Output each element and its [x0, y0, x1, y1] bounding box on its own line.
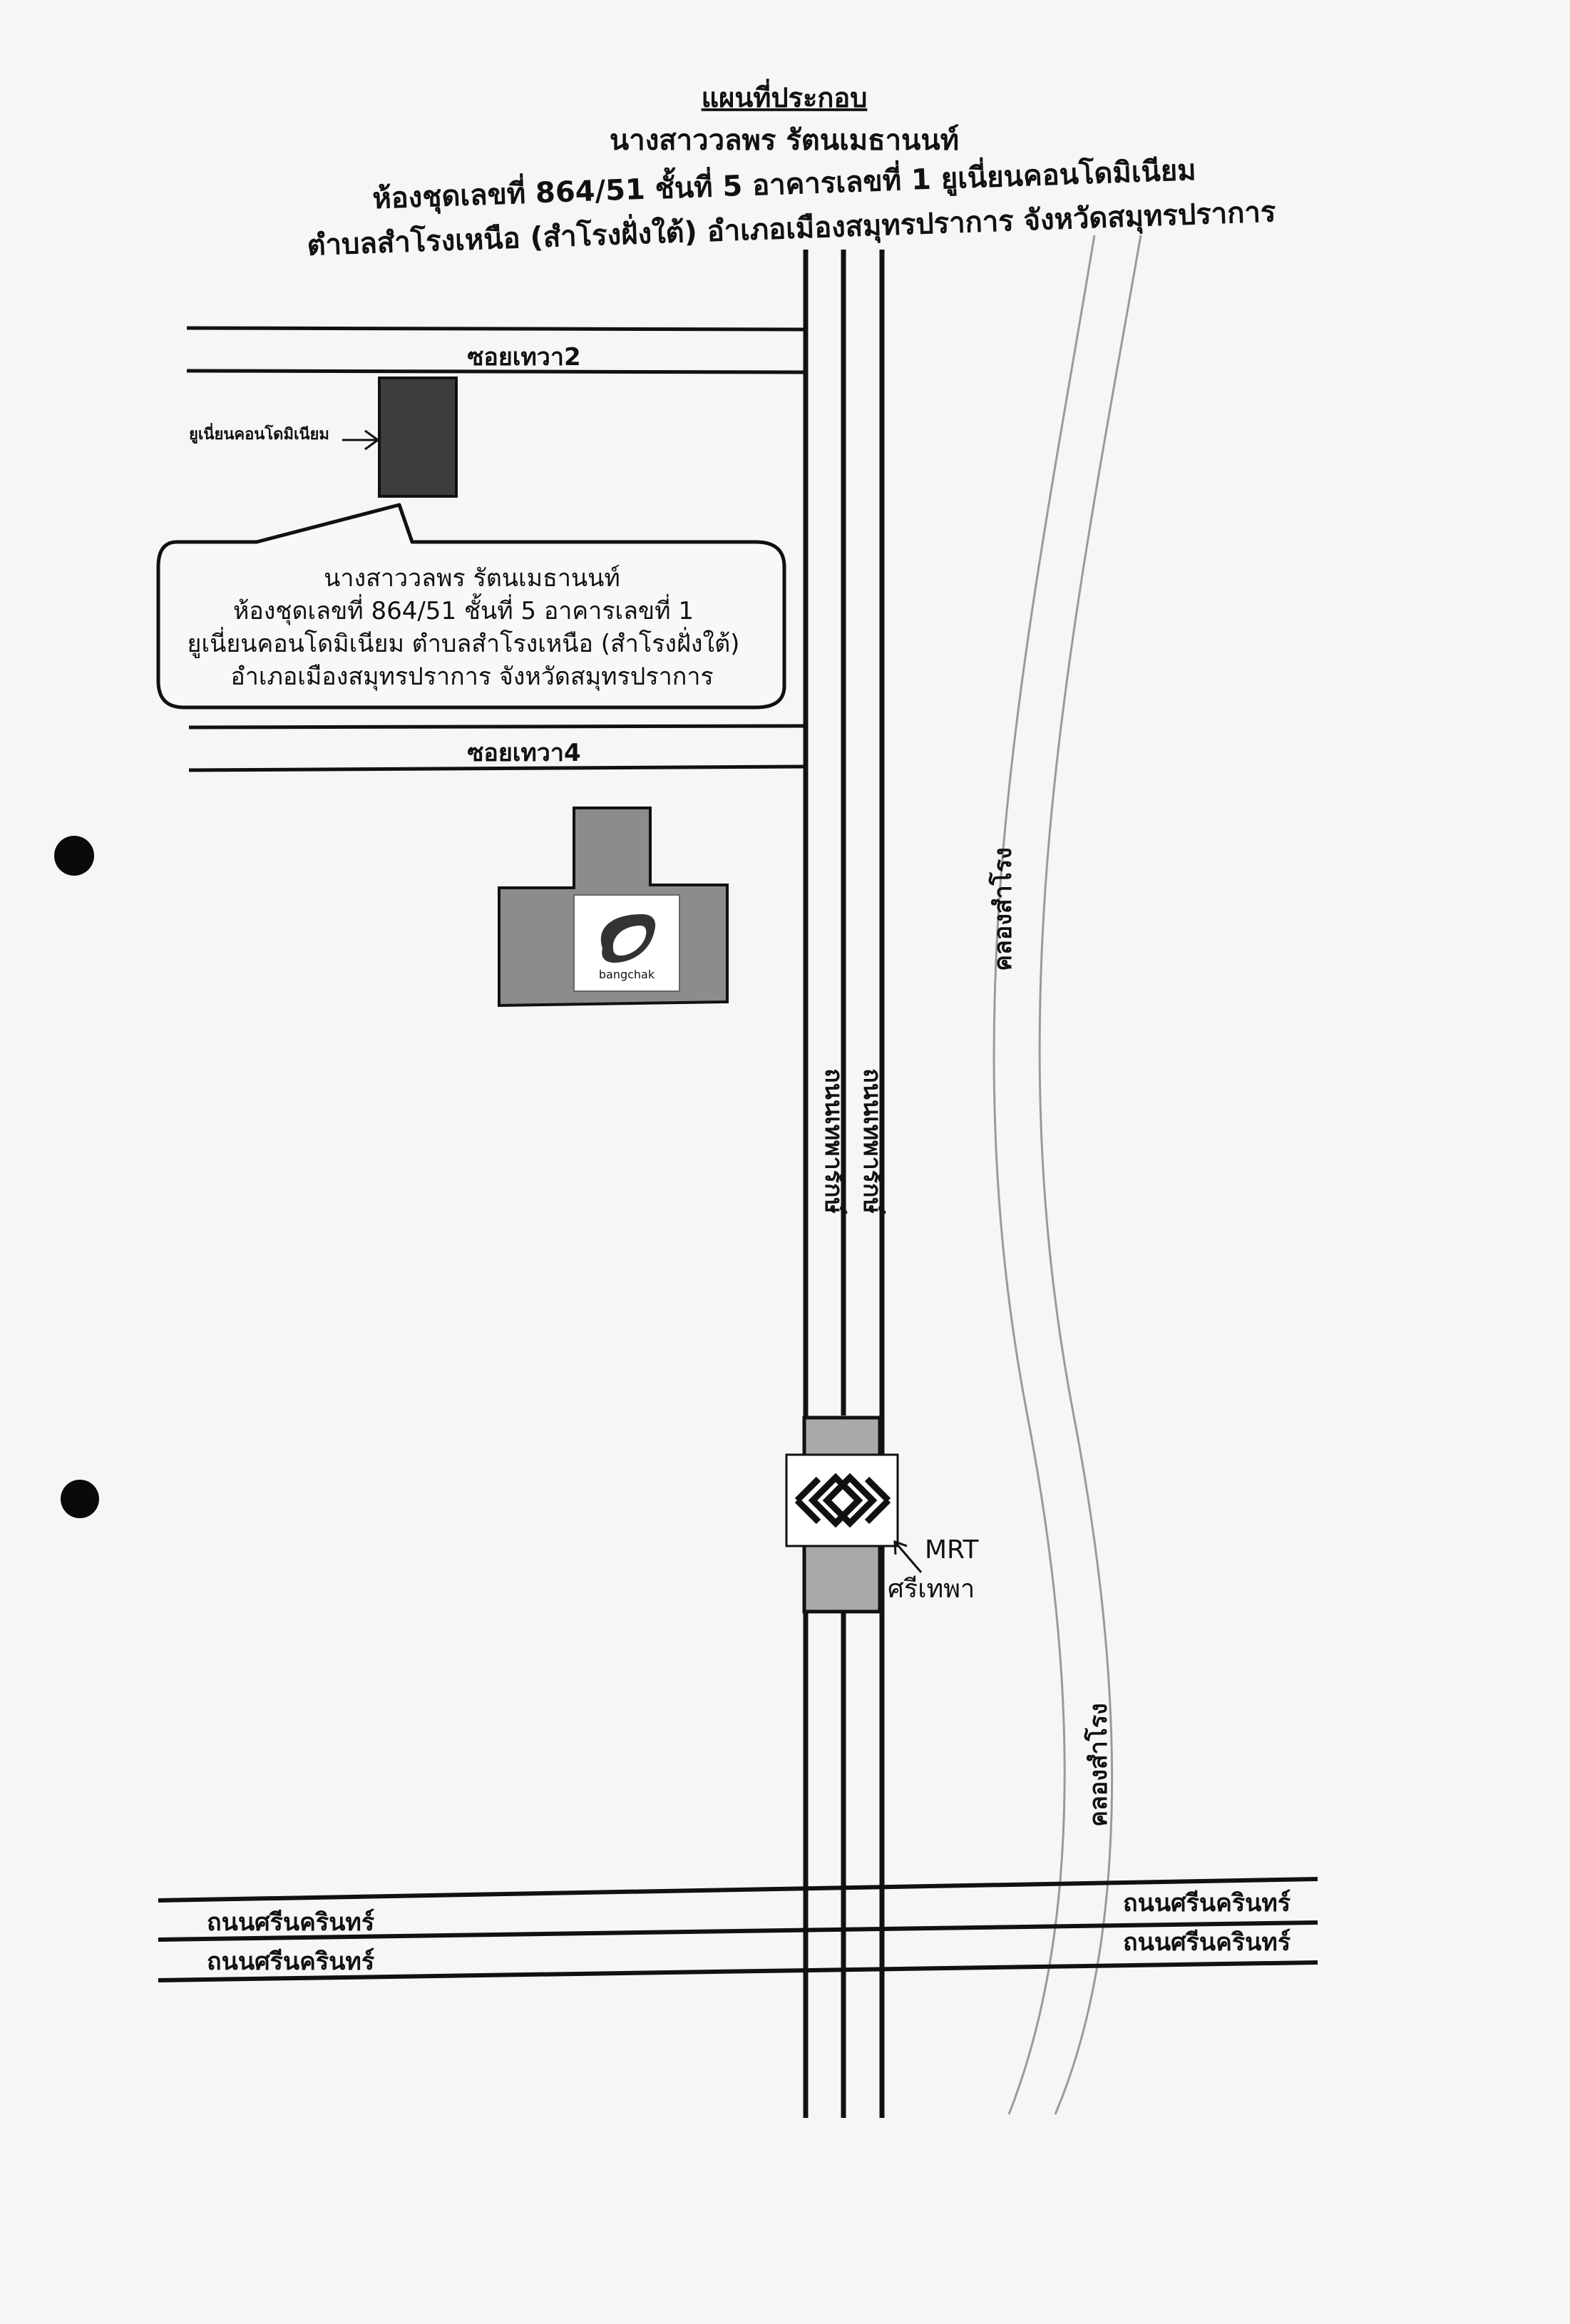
srinakarin-top-left-label: ถนนศรีนครินทร์ [207, 1908, 375, 1937]
condo-building [378, 377, 458, 498]
title-owner-name: นางสาววลพร รัตนเมธานนท์ [610, 124, 959, 157]
soi-thewa2-label: ซอยเทวา2 [467, 343, 580, 372]
theparak-right-label: ถนนเทพารักษ์ [858, 1068, 886, 1214]
canal-label-lower: คลองสำโรง [1084, 1703, 1113, 1827]
punch-hole-bottom [61, 1480, 99, 1518]
callout-unit: ห้องชุดเลขที่ 864/51 ชั้นที่ 5 อาคารเลขท… [233, 593, 694, 625]
theparak-left-label: ถนนเทพารักษ์ [819, 1068, 848, 1214]
soi-thewa2-road [186, 326, 805, 374]
canal-label-upper: คลองสำโรง [988, 847, 1017, 971]
mrt-station-name: ศรีเทพา [888, 1575, 975, 1604]
condo-label: ยูเนี่ยนคอนโดมิเนียม [189, 422, 329, 444]
srinakarin-top-right-label: ถนนศรีนครินทร์ [1123, 1889, 1291, 1918]
canal-bank-left [992, 235, 1096, 2115]
srinakarin-road [158, 1877, 1318, 1982]
title-block: แผนที่ประกอบ นางสาววลพร รัตนเมธานนท์ ห้อ… [307, 78, 1277, 264]
srinakarin-bottom-right-label: ถนนศรีนครินทร์ [1123, 1928, 1291, 1957]
condo-arrow-icon [342, 429, 380, 451]
canal [992, 235, 1142, 2115]
soi-thewa4-road [188, 724, 805, 772]
bangchak-logo-icon [600, 914, 656, 963]
srinakarin-bottom-left-label: ถนนศรีนครินทร์ [207, 1947, 375, 1976]
callout-name: นางสาววลพร รัตนเมธานนท์ [324, 564, 620, 593]
address-callout: นางสาววลพร รัตนเมธานนท์ ห้องชุดเลขที่ 86… [156, 503, 786, 710]
mrt-logo-box [785, 1453, 899, 1547]
callout-condo-subdistrict: ยูเนี่ยนคอนโดมิเนียม ตำบลสำโรงเหนือ (สำโ… [188, 627, 740, 658]
canal-bank-right [1038, 235, 1142, 2115]
soi-thewa4-label: ซอยเทวา4 [467, 739, 580, 767]
bangchak-gas-station: bangchak [498, 807, 729, 1008]
punch-hole-top [54, 836, 94, 876]
mrt-srithepha-station: MRT ศรีเทพา [785, 1416, 979, 1614]
mrt-label: MRT [925, 1535, 979, 1565]
bangchak-logo-text: bangchak [599, 968, 655, 981]
callout-district-province: อำเภอเมืองสมุทรปราการ จังหวัดสมุทรปราการ [230, 662, 713, 691]
title-heading: แผนที่ประกอบ [702, 78, 868, 113]
mrt-pointer-arrow-icon [893, 1540, 923, 1573]
mrt-logo-icon [794, 1473, 891, 1528]
